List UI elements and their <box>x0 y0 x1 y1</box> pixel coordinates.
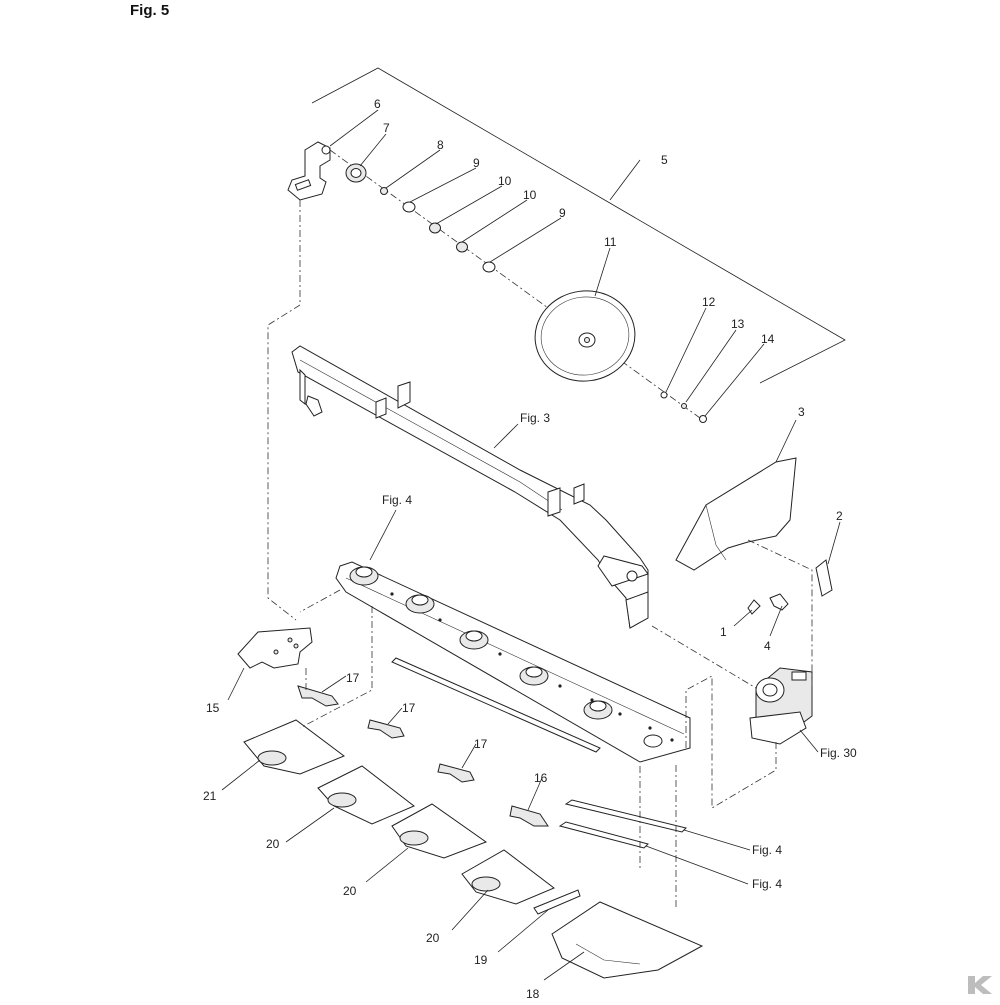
callout-13: 13 <box>731 317 745 331</box>
callout-10b: 10 <box>523 188 537 202</box>
lock-clip-part <box>769 593 789 611</box>
connection-line-guard <box>747 539 813 690</box>
frame-beam-part <box>291 345 649 629</box>
callout-9b: 9 <box>559 206 566 220</box>
skid-part-3 <box>437 763 475 783</box>
hub-5 <box>583 700 613 720</box>
hub-4 <box>519 666 549 686</box>
disc-part <box>534 290 636 382</box>
callout-12: 12 <box>702 295 716 309</box>
connection-line-gearbox <box>685 675 777 809</box>
hub-2 <box>405 594 435 614</box>
callout-8: 8 <box>437 138 444 152</box>
bearing-part <box>429 222 441 234</box>
callout-4: 4 <box>764 639 771 653</box>
washer-part <box>380 187 388 195</box>
skid-part <box>297 685 339 707</box>
leader-lines <box>221 109 841 981</box>
callout-20a: 20 <box>266 837 280 851</box>
bushing-part-2 <box>482 261 496 273</box>
callout-18: 18 <box>526 987 540 1000</box>
strip-part-19 <box>533 889 581 915</box>
connection-line-shoe <box>299 606 373 729</box>
shoe-part-20c <box>461 849 555 905</box>
bearing-plate-part <box>237 627 313 669</box>
figure-title: Fig. 5 <box>130 2 170 19</box>
shoe-part-18 <box>551 901 704 979</box>
knife-bar-part-2 <box>558 821 649 849</box>
skid-part-2 <box>367 719 405 739</box>
callout-3: 3 <box>798 405 805 419</box>
callout-10a: 10 <box>498 174 512 188</box>
knife-bar-part <box>564 799 687 833</box>
callout-11: 11 <box>604 235 617 249</box>
hub-1 <box>349 566 379 586</box>
cutter-bar-part <box>335 561 691 763</box>
callout-20b: 20 <box>343 884 357 898</box>
reference-fig4-mid: Fig. 4 <box>752 843 782 857</box>
bracket-part <box>287 141 331 201</box>
bearing-axis-line <box>329 149 701 419</box>
gearbox-part <box>749 667 813 745</box>
callout-6: 6 <box>374 97 381 111</box>
callout-7: 7 <box>383 121 390 135</box>
callout-20c: 20 <box>426 931 440 945</box>
connection-line-bar <box>299 589 341 613</box>
callout-labels: 6 7 8 9 10 10 9 5 11 12 13 14 Fig. 3 3 2… <box>203 97 857 1001</box>
skid-part-4 <box>509 805 549 827</box>
hub-3 <box>459 630 489 650</box>
brand-logo-icon <box>968 976 992 994</box>
callout-17c: 17 <box>474 737 488 751</box>
reference-fig3: Fig. 3 <box>520 411 550 425</box>
lock-washer-part <box>681 403 687 409</box>
pin-part <box>815 559 833 597</box>
shoe-part-20b <box>391 803 488 859</box>
callout-9a: 9 <box>473 156 480 170</box>
callout-15: 15 <box>206 701 220 715</box>
assembly-5-boundary <box>311 67 846 384</box>
connection-line-frame <box>651 625 757 689</box>
callout-16: 16 <box>534 771 548 785</box>
callout-21: 21 <box>203 789 217 803</box>
bearing-part-2 <box>456 241 468 253</box>
callout-17a: 17 <box>346 671 360 685</box>
callout-1: 1 <box>720 625 727 639</box>
reference-fig4-top: Fig. 4 <box>382 493 412 507</box>
flange-bearing-part <box>345 163 367 183</box>
knife-strip-part <box>391 657 601 753</box>
reference-fig30: Fig. 30 <box>820 746 857 760</box>
nut-part <box>660 391 668 399</box>
shoe-part-21 <box>243 719 346 775</box>
bushing-part <box>402 201 416 213</box>
reference-fig4-low: Fig. 4 <box>752 877 782 891</box>
shoe-part-20a <box>317 765 415 825</box>
callout-17b: 17 <box>402 701 416 715</box>
callout-2: 2 <box>836 509 843 523</box>
guard-plate-part <box>675 457 797 571</box>
cap-part <box>699 415 707 423</box>
callout-14: 14 <box>761 332 775 346</box>
connection-line-left <box>267 200 301 621</box>
callout-5: 5 <box>661 153 668 167</box>
callout-19: 19 <box>474 953 488 967</box>
